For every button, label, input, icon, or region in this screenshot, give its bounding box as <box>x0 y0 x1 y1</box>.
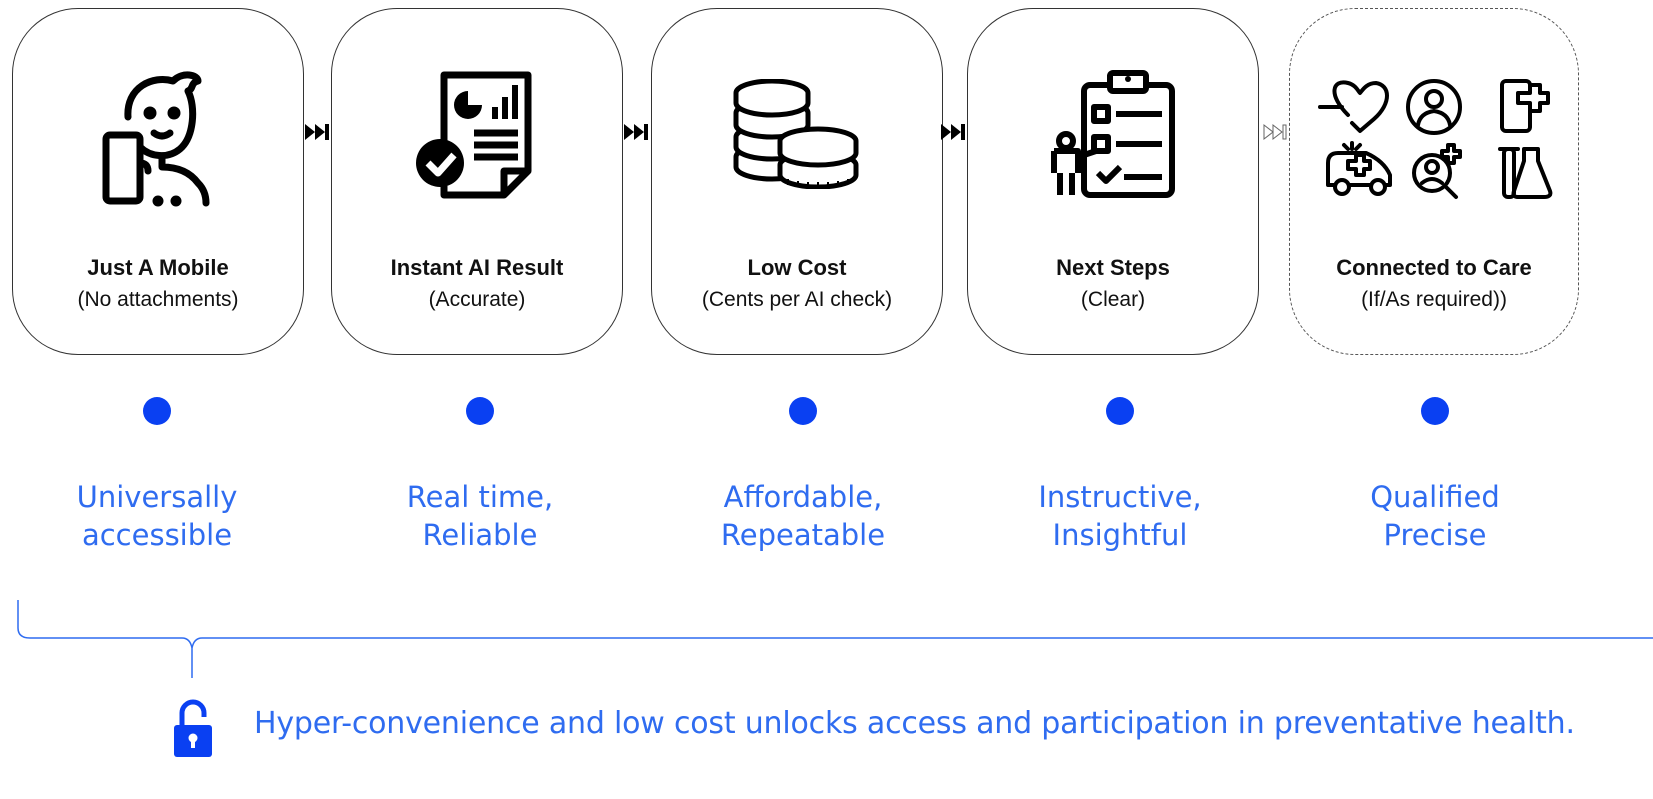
benefit-line: Affordable, <box>723 480 883 514</box>
timeline-dot <box>1421 397 1449 425</box>
benefit-label: Universally accessible <box>7 478 307 554</box>
benefit-line: Universally <box>76 480 238 514</box>
step-card-mobile: Just A Mobile (No attachments) <box>12 8 304 355</box>
fast-forward-arrow-outline-icon <box>1263 123 1287 141</box>
step-card-connected-care: Connected to Care (If/As required)) <box>1289 8 1579 355</box>
step-title: Instant AI Result <box>390 255 564 280</box>
step-title: Connected to Care <box>1336 255 1532 280</box>
coins-icon <box>733 79 859 189</box>
benefit-label: Qualified Precise <box>1285 478 1585 554</box>
step-subtitle: (No attachments) <box>77 288 239 311</box>
benefit-label: Instructive, Insightful <box>970 478 1270 554</box>
benefit-line: Insightful <box>1052 518 1188 552</box>
timeline-dot <box>789 397 817 425</box>
benefit-line: Qualified <box>1370 480 1500 514</box>
benefit-line: Real time, <box>406 480 554 514</box>
benefit-line: Reliable <box>422 518 538 552</box>
benefit-line: accessible <box>81 518 233 552</box>
step-title: Just A Mobile <box>87 255 229 280</box>
timeline-dot <box>143 397 171 425</box>
unlock-icon <box>174 699 212 757</box>
summary-brace <box>17 600 1653 678</box>
step-title: Low Cost <box>747 255 847 280</box>
step-subtitle: (If/As required)) <box>1361 288 1507 311</box>
step-subtitle: (Clear) <box>1080 288 1146 311</box>
summary-tagline: Hyper-convenience and low cost unlocks a… <box>254 706 1575 741</box>
timeline-dot <box>1106 397 1134 425</box>
healthcare-icons-grid <box>1318 79 1553 199</box>
step-subtitle: (Cents per AI check) <box>701 288 893 311</box>
step-card-ai-result: Instant AI Result (Accurate) <box>331 8 623 355</box>
benefit-label: Affordable, Repeatable <box>653 478 953 554</box>
fast-forward-arrow-icon <box>941 124 965 140</box>
step-subtitle: (Accurate) <box>428 288 526 311</box>
report-check-icon <box>416 71 532 199</box>
step-card-next-steps: Next Steps (Clear) <box>967 8 1259 355</box>
benefit-line: Precise <box>1383 518 1487 552</box>
person-with-phone-icon <box>102 71 210 207</box>
benefit-line: Instructive, <box>1038 480 1202 514</box>
timeline-dot <box>466 397 494 425</box>
step-card-low-cost: Low Cost (Cents per AI check) <box>651 8 943 355</box>
benefit-label: Real time, Reliable <box>330 478 630 554</box>
clipboard-checklist-icon <box>1051 70 1175 198</box>
step-title: Next Steps <box>1056 255 1170 280</box>
fast-forward-arrow-icon <box>305 124 329 140</box>
fast-forward-arrow-icon <box>624 124 648 140</box>
benefit-line: Repeatable <box>720 518 886 552</box>
